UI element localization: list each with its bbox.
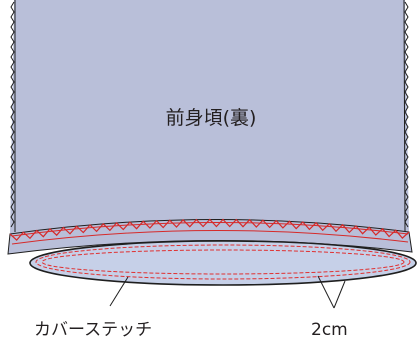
cover-stitch-line-outer (35, 244, 411, 280)
hem-width-leader-2 (333, 280, 346, 309)
hem-serger-line-bottom (11, 230, 409, 245)
cover-stitch-label: カバーステッチ (34, 320, 152, 340)
cover-stitch-line-inner (41, 249, 405, 275)
hem-overlock-zigzag (9, 218, 410, 241)
hem-serger-line-top (11, 222, 409, 237)
right-edge-line (403, 0, 406, 233)
front-bodice-panel (10, 0, 409, 234)
hem-width-leader-1 (317, 275, 335, 309)
hem-opening (29, 240, 417, 286)
left-overlock-edge (10, 1, 15, 228)
right-overlock-edge (404, 1, 409, 228)
cover-stitch-leader (109, 276, 129, 307)
panel-label: 前身頃(裏) (166, 107, 257, 129)
hem-width-label: 2cm (311, 320, 348, 340)
